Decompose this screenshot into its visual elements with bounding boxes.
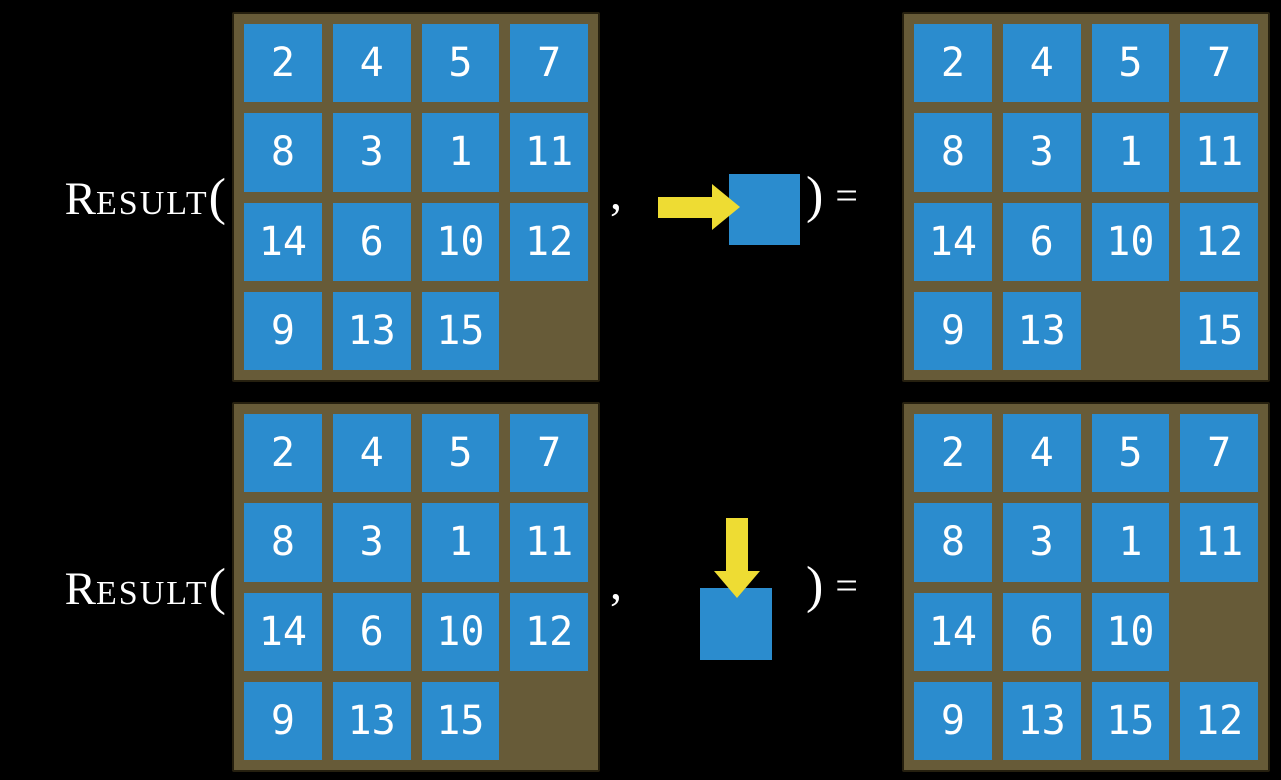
tile-12: 12 bbox=[510, 592, 588, 671]
tile-2: 2 bbox=[244, 24, 322, 103]
tile-4: 4 bbox=[1002, 24, 1081, 103]
arrow-down-icon bbox=[714, 518, 760, 598]
tile-1: 1 bbox=[421, 503, 500, 582]
equals-sign: = bbox=[835, 173, 858, 218]
tile-8: 8 bbox=[244, 503, 322, 582]
close-paren-equals: ) = bbox=[806, 170, 858, 222]
open-paren: ( bbox=[208, 559, 226, 616]
tile-15: 15 bbox=[421, 291, 500, 370]
tile-14: 14 bbox=[244, 202, 322, 281]
tile-3: 3 bbox=[1002, 113, 1081, 192]
comma-separator: , bbox=[610, 167, 622, 220]
arrow-shaft bbox=[658, 197, 716, 218]
tile-8: 8 bbox=[914, 113, 992, 192]
tile-9: 9 bbox=[244, 681, 322, 760]
equals-sign: = bbox=[835, 563, 858, 608]
tile-5: 5 bbox=[1091, 24, 1170, 103]
tile-11: 11 bbox=[510, 113, 588, 192]
arrow-head bbox=[712, 184, 740, 230]
tile-15: 15 bbox=[1091, 681, 1170, 760]
tile-10: 10 bbox=[1091, 202, 1170, 281]
close-paren: ) bbox=[806, 167, 824, 224]
close-paren: ) bbox=[806, 557, 824, 614]
open-paren: ( bbox=[208, 169, 226, 226]
tile-2: 2 bbox=[244, 414, 322, 493]
tile-5: 5 bbox=[1091, 414, 1170, 493]
result-label-initial: R bbox=[64, 173, 97, 225]
tile-4: 4 bbox=[332, 24, 411, 103]
action-tile-square bbox=[700, 588, 772, 660]
tile-10: 10 bbox=[1091, 592, 1170, 671]
result-function-label: RESULT( bbox=[0, 558, 226, 617]
arrow-head bbox=[714, 571, 760, 598]
arrow-shaft bbox=[726, 518, 748, 571]
result-label-initial: R bbox=[64, 563, 97, 615]
tile-3: 3 bbox=[332, 503, 411, 582]
tile-11: 11 bbox=[1180, 503, 1258, 582]
tile-10: 10 bbox=[421, 202, 500, 281]
tile-12: 12 bbox=[1180, 681, 1258, 760]
tile-3: 3 bbox=[332, 113, 411, 192]
tile-14: 14 bbox=[914, 592, 992, 671]
action-tile-square bbox=[729, 174, 800, 245]
tile-4: 4 bbox=[1002, 414, 1081, 493]
tile-8: 8 bbox=[244, 113, 322, 192]
tile-12: 12 bbox=[1180, 202, 1258, 281]
tile-7: 7 bbox=[1180, 414, 1258, 493]
tile-4: 4 bbox=[332, 414, 411, 493]
tile-5: 5 bbox=[421, 414, 500, 493]
tile-15: 15 bbox=[1180, 291, 1258, 370]
empty-cell bbox=[510, 292, 588, 370]
tile-12: 12 bbox=[510, 202, 588, 281]
tile-13: 13 bbox=[332, 681, 411, 760]
empty-cell bbox=[1092, 292, 1170, 370]
tile-7: 7 bbox=[510, 414, 588, 493]
result-label-rest: ESULT bbox=[96, 185, 209, 222]
close-paren-equals: ) = bbox=[806, 560, 858, 612]
tile-15: 15 bbox=[421, 681, 500, 760]
tile-9: 9 bbox=[914, 291, 992, 370]
tile-14: 14 bbox=[244, 592, 322, 671]
tile-10: 10 bbox=[421, 592, 500, 671]
tile-13: 13 bbox=[1002, 681, 1081, 760]
result-label-rest: ESULT bbox=[96, 575, 209, 612]
empty-cell bbox=[1180, 593, 1258, 671]
tile-13: 13 bbox=[1002, 291, 1081, 370]
empty-cell bbox=[510, 682, 588, 760]
tile-13: 13 bbox=[332, 291, 411, 370]
tile-9: 9 bbox=[914, 681, 992, 760]
tile-9: 9 bbox=[244, 291, 322, 370]
tile-2: 2 bbox=[914, 24, 992, 103]
tile-3: 3 bbox=[1002, 503, 1081, 582]
tile-1: 1 bbox=[421, 113, 500, 192]
arrow-right-icon bbox=[658, 184, 740, 230]
tile-5: 5 bbox=[421, 24, 500, 103]
comma-separator: , bbox=[610, 557, 622, 610]
tile-14: 14 bbox=[914, 202, 992, 281]
tile-6: 6 bbox=[1002, 202, 1081, 281]
tile-1: 1 bbox=[1091, 503, 1170, 582]
tile-7: 7 bbox=[1180, 24, 1258, 103]
tile-6: 6 bbox=[332, 202, 411, 281]
tile-2: 2 bbox=[914, 414, 992, 493]
tile-1: 1 bbox=[1091, 113, 1170, 192]
tile-7: 7 bbox=[510, 24, 588, 103]
tile-11: 11 bbox=[1180, 113, 1258, 192]
result-function-label: RESULT( bbox=[0, 168, 226, 227]
tile-6: 6 bbox=[1002, 592, 1081, 671]
tile-8: 8 bbox=[914, 503, 992, 582]
tile-6: 6 bbox=[332, 592, 411, 671]
tile-11: 11 bbox=[510, 503, 588, 582]
